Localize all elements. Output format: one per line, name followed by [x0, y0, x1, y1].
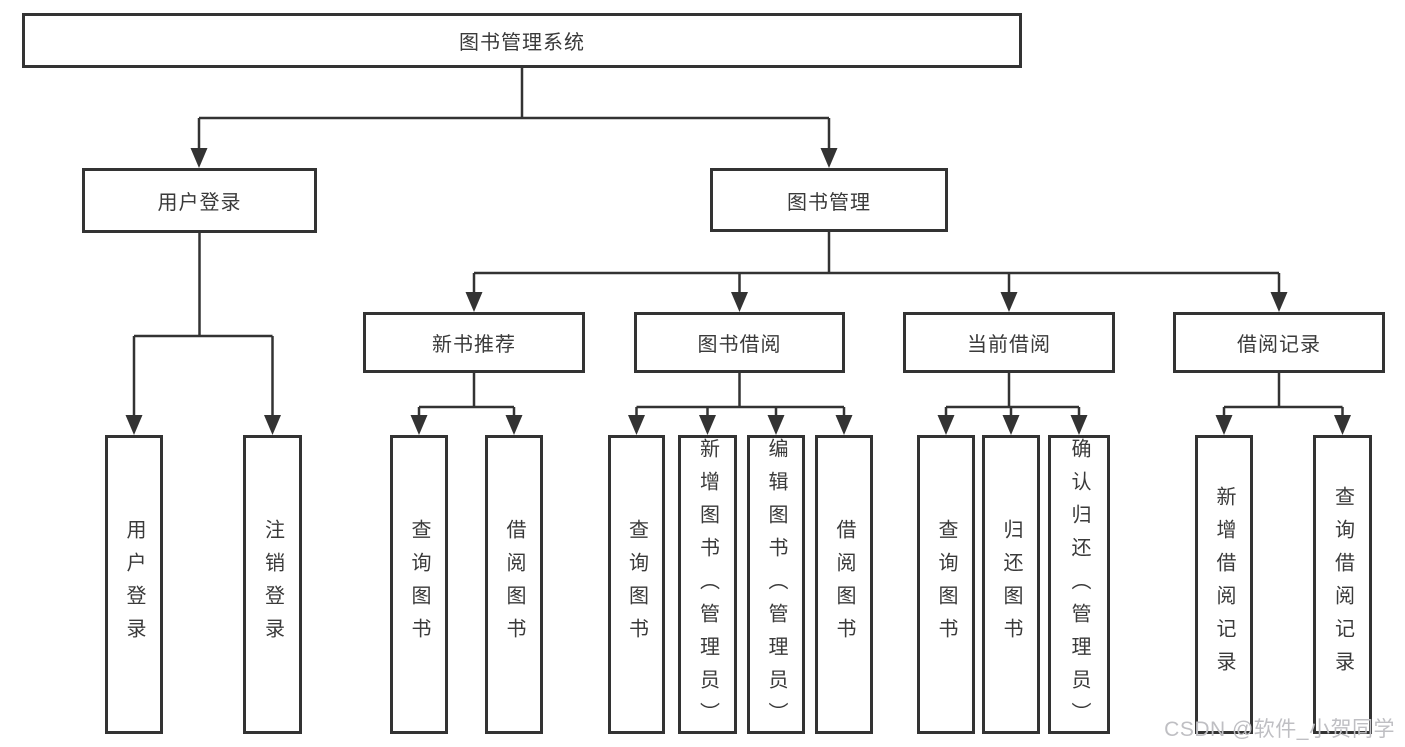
- node-borrow-records-label: 借阅记录: [1237, 334, 1321, 356]
- arrowheads: [125, 148, 1351, 435]
- leaf-add-borrow-record: 新增借阅记录: [1195, 435, 1253, 734]
- node-new-book-recommend-label: 新书推荐: [432, 334, 516, 356]
- leaf-query-borrow-record: 查询借阅记录: [1313, 435, 1372, 734]
- node-book-borrow-label: 图书借阅: [697, 334, 782, 356]
- leaf-confirm-return-admin-label: 确认归还（管理员）: [1068, 438, 1090, 735]
- leaf-confirm-return-admin: 确认归还（管理员）: [1048, 435, 1110, 735]
- leaf-query-books-borrow-label: 查询图书: [625, 518, 648, 651]
- node-current-borrow: 当前借阅: [903, 312, 1115, 373]
- node-root: 图书管理系统: [22, 13, 1022, 68]
- leaf-edit-books-admin: 编辑图书（管理员）: [747, 435, 805, 735]
- leaf-borrow-books-recommend-label: 借阅图书: [503, 518, 525, 651]
- leaf-borrow-books-recommend: 借阅图书: [485, 435, 543, 734]
- leaf-return-books: 归还图书: [982, 435, 1040, 734]
- node-book-management: 图书管理: [710, 168, 948, 232]
- leaf-borrow-books-borrow: 借阅图书: [815, 435, 873, 734]
- leaf-add-borrow-record-label: 新增借阅记录: [1213, 485, 1235, 684]
- node-borrow-records: 借阅记录: [1173, 312, 1385, 373]
- leaf-query-books-current: 查询图书: [917, 435, 975, 734]
- leaf-add-books-admin-label: 新增图书（管理员）: [696, 438, 719, 735]
- leaf-query-books-borrow: 查询图书: [608, 435, 665, 734]
- node-book-borrow: 图书借阅: [634, 312, 845, 373]
- node-current-borrow-label: 当前借阅: [967, 334, 1051, 356]
- leaf-logout-label: 注销登录: [261, 518, 284, 651]
- leaf-add-books-admin: 新增图书（管理员）: [678, 435, 737, 735]
- csdn-watermark: CSDN @软件_小贺同学: [1164, 718, 1395, 741]
- leaf-return-books-label: 归还图书: [1000, 518, 1022, 651]
- node-book-management-label: 图书管理: [787, 191, 871, 214]
- node-root-label: 图书管理系统: [459, 32, 585, 54]
- leaf-query-books-current-label: 查询图书: [935, 518, 957, 651]
- node-user-login-label: 用户登录: [157, 192, 242, 214]
- leaf-logout: 注销登录: [243, 435, 302, 734]
- leaf-query-books-recommend-label: 查询图书: [408, 518, 430, 651]
- leaf-query-books-recommend: 查询图书: [390, 435, 448, 734]
- leaf-user-login: 用户登录: [105, 435, 163, 734]
- leaf-borrow-books-borrow-label: 借阅图书: [833, 518, 855, 651]
- node-new-book-recommend: 新书推荐: [363, 312, 585, 373]
- leaf-user-login-label: 用户登录: [123, 518, 145, 651]
- leaf-query-borrow-record-label: 查询借阅记录: [1331, 485, 1354, 684]
- leaf-edit-books-admin-label: 编辑图书（管理员）: [765, 438, 787, 735]
- node-user-login: 用户登录: [82, 168, 317, 233]
